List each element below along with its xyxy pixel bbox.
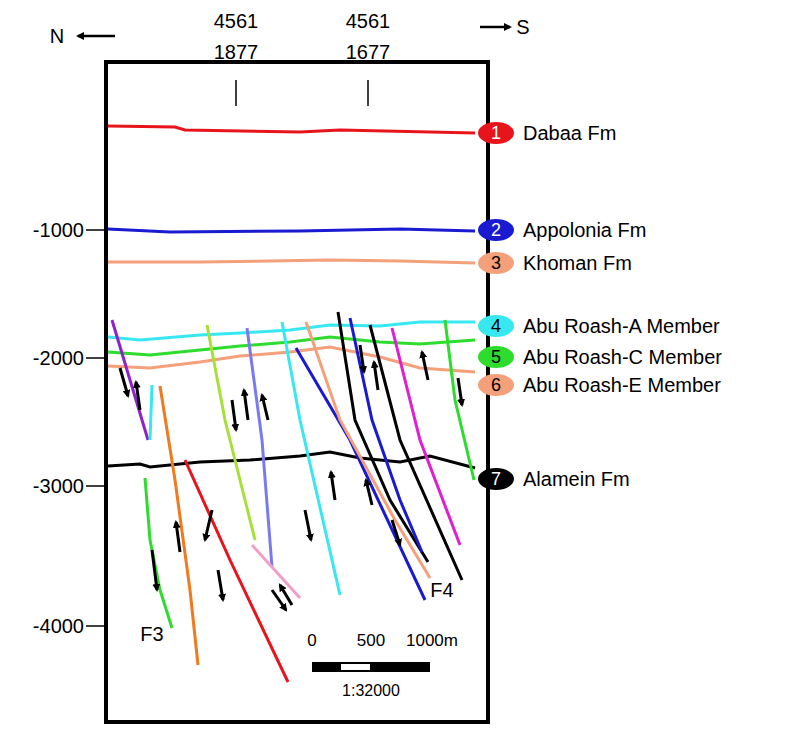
horizon-number: 2 [478,219,514,241]
fault-line [112,312,474,682]
depth-label: -4000 [33,615,84,637]
formation-name: Khoman Fm [523,252,632,275]
scale-label: 1:32000 [342,682,400,700]
depth-tick [86,230,106,626]
formation-name: Abu Roash-C Member [523,346,722,369]
direction-arrow [78,27,510,36]
header-label: S [516,16,529,38]
scale-label: 1000m [406,632,458,651]
well-tick [236,80,368,106]
horizon-key: 2 Appolonia Fm [478,219,646,242]
depth-label: -2000 [33,347,84,369]
header-label: 4561 [346,10,391,32]
horizon-number: 6 [478,374,514,396]
formation-name: Alamein Fm [523,468,630,491]
formation-name: Abu Roash-E Member [523,374,721,397]
horizon-key: 4 Abu Roash-A Member [478,315,720,338]
horizon-number: 7 [478,468,514,490]
depth-label: -3000 [33,475,84,497]
section-frame [106,62,488,722]
horizon-number: 1 [478,122,514,144]
horizon-key: 3 Khoman Fm [478,252,632,275]
horizon-key: 5 Abu Roash-C Member [478,346,722,369]
depth-label: -1000 [33,219,84,241]
horizon-number: 5 [478,346,514,368]
scale-label: 0 [307,632,316,651]
formation-name: Appolonia Fm [523,219,646,242]
slip-arrow [120,345,462,610]
scale-bar [312,662,430,672]
header-label: 1877 [214,41,259,63]
horizon [108,126,475,468]
formation-name: Abu Roash-A Member [523,315,720,338]
horizon-key: 1 Dabaa Fm [478,122,616,145]
header-label: N [50,25,64,47]
horizon-number: 3 [478,252,514,274]
fault-label: F4 [428,579,455,601]
header-label: 4561 [214,10,259,32]
horizon-number: 4 [478,315,514,337]
horizon-key: 7 Alamein Fm [478,468,630,491]
formation-name: Dabaa Fm [523,122,616,145]
scale-label: 500 [357,632,385,651]
header-label: 1677 [346,41,391,63]
horizon-key: 6 Abu Roash-E Member [478,374,721,397]
fault-label: F3 [138,623,165,645]
